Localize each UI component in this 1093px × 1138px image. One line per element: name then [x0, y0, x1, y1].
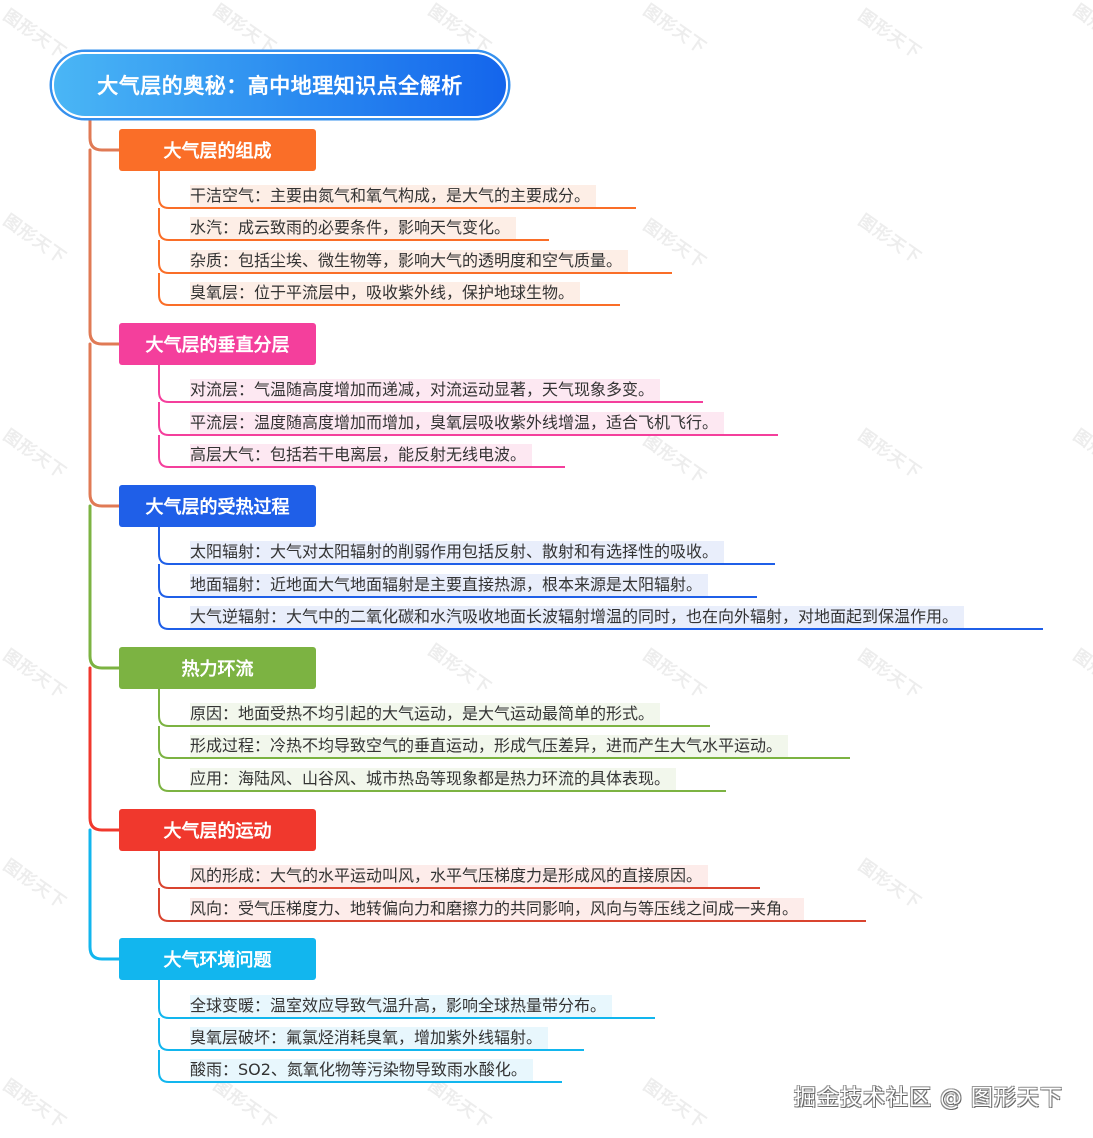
- leaf-text: 太阳辐射：大气对太阳辐射的削弱作用包括反射、散射和有选择性的吸收。: [190, 542, 719, 561]
- branch-label: 大气环境问题: [163, 950, 272, 971]
- leaf-solar-radiation[interactable]: 太阳辐射：大气对太阳辐射的削弱作用包括反射、散射和有选择性的吸收。: [190, 541, 725, 563]
- leaf-text: 风向：受气压梯度力、地转偏向力和磨擦力的共同影响，风向与等压线之间成一夹角。: [190, 899, 799, 918]
- leaf-text: 大气逆辐射：大气中的二氧化碳和水汽吸收地面长波辐射增温的同时，也在向外辐射，对地…: [190, 607, 959, 626]
- leaf-application[interactable]: 应用：海陆风、山谷风、城市热岛等现象都是热力环流的具体表现。: [190, 768, 677, 790]
- branch-label: 热力环流: [181, 659, 254, 680]
- branch-composition[interactable]: 大气层的组成: [119, 129, 316, 171]
- root-topic[interactable]: 大气层的奥秘：高中地理知识点全解析: [52, 52, 508, 118]
- branch-label: 大气层的组成: [163, 141, 272, 162]
- leaf-wind-direction[interactable]: 风向：受气压梯度力、地转偏向力和磨擦力的共同影响，风向与等压线之间成一夹角。: [190, 898, 805, 920]
- leaf-text: 地面辐射：近地面大气地面辐射是主要直接热源，根本来源是太阳辐射。: [190, 575, 703, 594]
- leaf-text: 水汽：成云致雨的必要条件，影响天气变化。: [190, 218, 511, 237]
- branch-label: 大气层的运动: [163, 821, 272, 842]
- leaf-text: 平流层：温度随高度增加而增加，臭氧层吸收紫外线增温，适合飞机飞行。: [190, 413, 719, 432]
- root-topic-label: 大气层的奥秘：高中地理知识点全解析: [97, 74, 463, 98]
- leaf-text: 对流层：气温随高度增加而递减，对流运动显著，天气现象多变。: [190, 380, 655, 399]
- branch-label: 大气层的垂直分层: [145, 335, 290, 356]
- leaf-text: 风的形成：大气的水平运动叫风，水平气压梯度力是形成风的直接原因。: [190, 866, 703, 885]
- leaf-stratosphere[interactable]: 平流层：温度随高度增加而增加，臭氧层吸收紫外线增温，适合飞机飞行。: [190, 412, 725, 434]
- leaf-text: 原因：地面受热不均引起的大气运动，是大气运动最简单的形式。: [190, 704, 655, 723]
- leaf-impurities[interactable]: 杂质：包括尘埃、微生物等，影响大气的透明度和空气质量。: [190, 250, 629, 272]
- leaf-text: 形成过程：冷热不均导致空气的垂直运动，形成气压差异，进而产生大气水平运动。: [190, 736, 783, 755]
- branch-vertical-layers[interactable]: 大气层的垂直分层: [119, 323, 316, 365]
- leaf-ozone-depletion[interactable]: 臭氧层破坏：氟氯烃消耗臭氧，增加紫外线辐射。: [190, 1027, 549, 1049]
- leaf-water-vapor[interactable]: 水汽：成云致雨的必要条件，影响天气变化。: [190, 217, 517, 239]
- branch-heating-process[interactable]: 大气层的受热过程: [119, 485, 316, 527]
- leaf-formation-process[interactable]: 形成过程：冷热不均导致空气的垂直运动，形成气压差异，进而产生大气水平运动。: [190, 735, 789, 757]
- leaf-acid-rain[interactable]: 酸雨：SO2、氮氧化物等污染物导致雨水酸化。: [190, 1059, 533, 1081]
- leaf-global-warming[interactable]: 全球变暖：温室效应导致气温升高，影响全球热量带分布。: [190, 995, 613, 1017]
- leaf-wind-formation[interactable]: 风的形成：大气的水平运动叫风，水平气压梯度力是形成风的直接原因。: [190, 865, 709, 887]
- leaf-ozone-layer[interactable]: 臭氧层：位于平流层中，吸收紫外线，保护地球生物。: [190, 282, 581, 304]
- leaf-ground-radiation[interactable]: 地面辐射：近地面大气地面辐射是主要直接热源，根本来源是太阳辐射。: [190, 574, 709, 596]
- leaf-text: 臭氧层：位于平流层中，吸收紫外线，保护地球生物。: [190, 283, 575, 302]
- leaf-troposphere[interactable]: 对流层：气温随高度增加而递减，对流运动显著，天气现象多变。: [190, 379, 661, 401]
- branch-atmospheric-motion[interactable]: 大气层的运动: [119, 809, 316, 851]
- leaf-text: 臭氧层破坏：氟氯烃消耗臭氧，增加紫外线辐射。: [190, 1028, 543, 1047]
- branch-thermal-circulation[interactable]: 热力环流: [119, 647, 316, 689]
- leaf-dry-air[interactable]: 干洁空气：主要由氮气和氧气构成，是大气的主要成分。: [190, 185, 597, 207]
- leaf-text: 应用：海陆风、山谷风、城市热岛等现象都是热力环流的具体表现。: [190, 769, 671, 788]
- leaf-upper-atmosphere[interactable]: 高层大气：包括若干电离层，能反射无线电波。: [190, 444, 533, 466]
- leaf-text: 高层大气：包括若干电离层，能反射无线电波。: [190, 445, 527, 464]
- branch-label: 大气层的受热过程: [145, 497, 290, 518]
- leaf-counter-radiation[interactable]: 大气逆辐射：大气中的二氧化碳和水汽吸收地面长波辐射增温的同时，也在向外辐射，对地…: [190, 606, 965, 628]
- leaf-text: 全球变暖：温室效应导致气温升高，影响全球热量带分布。: [190, 996, 607, 1015]
- leaf-cause[interactable]: 原因：地面受热不均引起的大气运动，是大气运动最简单的形式。: [190, 703, 661, 725]
- leaf-text: 杂质：包括尘埃、微生物等，影响大气的透明度和空气质量。: [190, 251, 623, 270]
- leaf-text: 干洁空气：主要由氮气和氧气构成，是大气的主要成分。: [190, 186, 591, 205]
- footer-signature: 掘金技术社区 @ 图形天下: [794, 1086, 1063, 1111]
- leaf-text: 酸雨：SO2、氮氧化物等污染物导致雨水酸化。: [190, 1060, 527, 1079]
- branch-environment-issues[interactable]: 大气环境问题: [119, 938, 316, 980]
